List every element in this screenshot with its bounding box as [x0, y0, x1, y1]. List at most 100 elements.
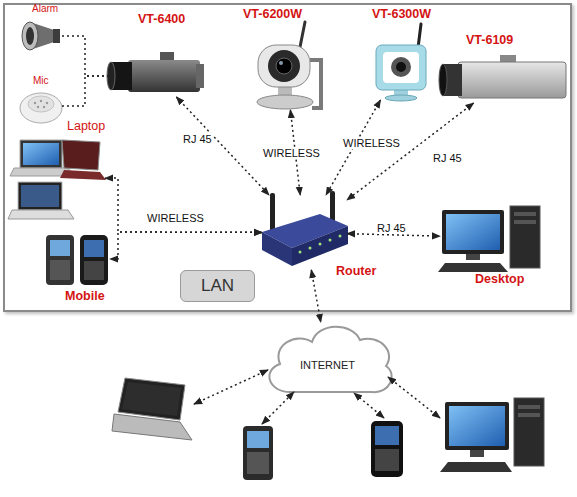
laptop-base: [8, 210, 74, 219]
wireless-link: [194, 370, 268, 404]
screen-glass: [122, 382, 181, 416]
box-camera-icon: [439, 55, 566, 98]
model-label: VT-6200W: [243, 8, 302, 22]
laptop-base: [112, 414, 192, 440]
alarm-icon: [22, 22, 60, 50]
router-led: [329, 239, 332, 242]
internet-link: [311, 270, 320, 322]
monitor: [442, 210, 504, 254]
remote-mobile-icon: [371, 421, 403, 477]
device-label: Laptop: [67, 120, 105, 134]
camera-base: [257, 95, 313, 109]
camera-mount: [160, 52, 174, 60]
router-led: [309, 247, 312, 250]
laptop-screen: [20, 140, 62, 168]
alarm-node: Alarm: [20, 18, 62, 54]
laptop-node: Laptop: [10, 138, 105, 220]
siren-back: [53, 29, 60, 43]
remote-laptop-icon: [112, 378, 192, 440]
box-camera-icon: [107, 52, 204, 92]
keyboard: [440, 462, 512, 472]
camera-back: [196, 64, 204, 88]
screen-glass: [23, 143, 59, 165]
device-label: Router: [336, 265, 376, 279]
connection-label: RJ 45: [432, 152, 463, 164]
router-led: [339, 235, 342, 238]
sensor-wire: [62, 36, 108, 76]
camera-body: [376, 45, 426, 90]
camera-node: VT-6400: [108, 55, 205, 97]
drive-slot: [514, 212, 536, 216]
remote-mobile-icon: [243, 426, 273, 480]
mic-hole: [40, 100, 42, 102]
connection-label: RJ 45: [182, 133, 213, 145]
antenna: [418, 24, 421, 48]
router-led: [299, 251, 302, 254]
monitor-stand: [470, 450, 484, 457]
wireless-link: [262, 392, 294, 424]
monitor-stand: [466, 254, 480, 260]
keyboard: [438, 263, 508, 272]
drive-slot: [518, 405, 540, 409]
screen-glass: [21, 185, 59, 207]
mic-node: Mic: [20, 88, 62, 124]
phone-screen: [247, 431, 269, 448]
model-label: VT-6300W: [372, 8, 431, 22]
phone-keypad: [247, 452, 269, 474]
phone-screen: [50, 240, 70, 256]
ptz-camera-icon: [257, 22, 321, 109]
internet-links: [194, 370, 440, 424]
phone-body: [371, 421, 403, 477]
drive-slot: [518, 413, 540, 417]
camera-face: [268, 50, 300, 82]
phone-screen: [84, 240, 104, 257]
laptop-base: [60, 170, 106, 180]
connection-label: RJ 45: [376, 222, 407, 234]
internet-node: INTERNET: [265, 322, 390, 396]
monitor-screen: [449, 406, 505, 446]
wired-link: [176, 97, 269, 195]
router-side: [262, 232, 292, 266]
phone-body: [80, 235, 108, 285]
model-label: VT-6109: [466, 34, 513, 48]
laptop-icon: [8, 140, 106, 219]
mic-hole: [37, 106, 39, 108]
router-node: Router: [262, 195, 347, 270]
mic-hole: [43, 106, 45, 108]
mic-icon: [20, 93, 62, 123]
device-label: Desktop: [475, 273, 524, 287]
wireless-link: [110, 232, 262, 259]
camera-node: VT-6200W: [248, 25, 323, 110]
laptop-screen: [118, 378, 185, 420]
mic-hole: [34, 102, 36, 104]
camera-body: [458, 62, 566, 98]
camera-face: [383, 52, 419, 83]
siren-mouth: [22, 22, 38, 50]
model-label: VT-6400: [138, 13, 185, 27]
phone-keypad: [375, 449, 399, 471]
cube-camera-icon: [376, 24, 426, 101]
connection-label: WIRELESS: [342, 137, 401, 149]
desktop-node: Desktop: [440, 205, 540, 270]
camera-lens: [391, 57, 411, 77]
remote-desktop-icon: [440, 398, 544, 472]
mic-dome: [20, 93, 62, 123]
mic-top: [28, 96, 54, 112]
laptop-screen: [18, 182, 62, 210]
siren-inner: [26, 27, 34, 45]
camera-node: VT-6109: [440, 55, 570, 103]
phone-screen: [375, 426, 399, 445]
camera-body: [128, 60, 200, 92]
mic-hole: [46, 102, 48, 104]
wired-link: [347, 103, 474, 200]
router-icon: [262, 191, 348, 266]
phone-body: [46, 235, 74, 285]
phone-keypad: [50, 260, 70, 280]
wireless-link: [354, 393, 384, 418]
lens-glass: [396, 62, 406, 72]
pc-tower: [514, 398, 544, 466]
cloud-label: INTERNET: [265, 359, 390, 371]
